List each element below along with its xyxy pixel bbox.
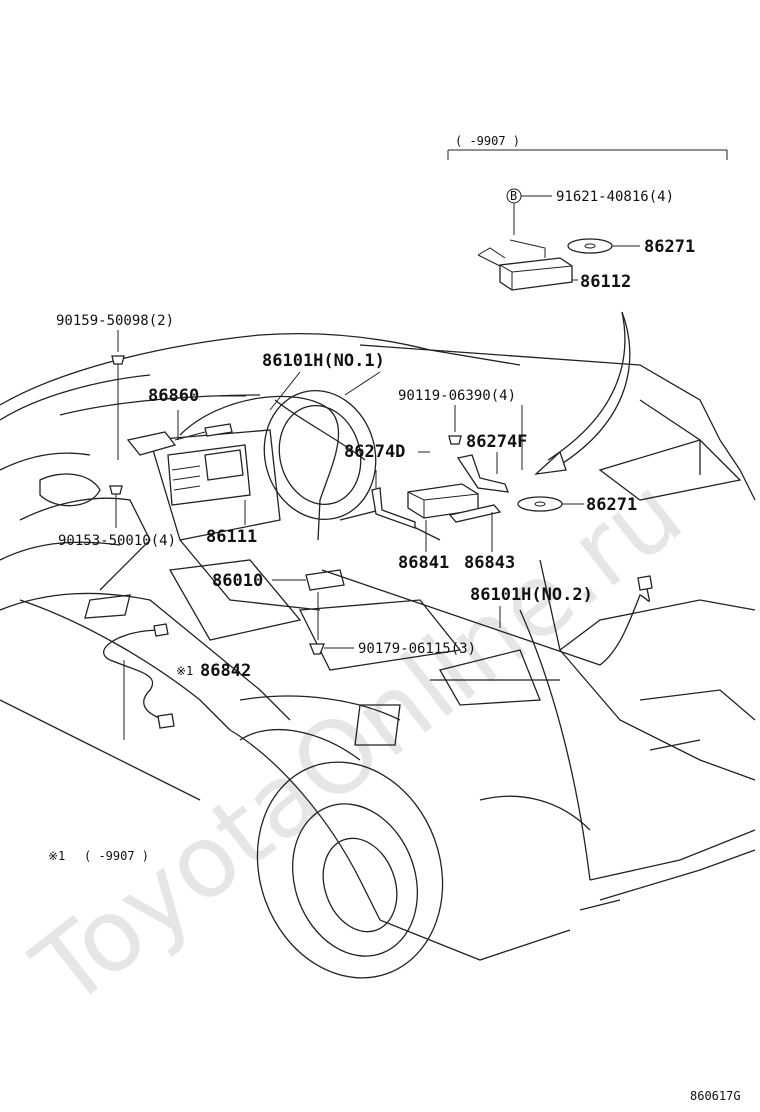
amplifier-unit — [126, 423, 233, 456]
part-86842: 86842 — [200, 661, 251, 681]
part-86843: 86843 — [464, 553, 515, 573]
nut-icon — [309, 643, 325, 655]
screw-icon — [111, 355, 125, 365]
b-marker-label: B — [510, 189, 517, 203]
disc-icon-mid — [517, 496, 563, 512]
part-86274d: 86274D — [344, 442, 405, 462]
part-86841: 86841 — [398, 553, 449, 573]
part-86274f: 86274F — [466, 432, 527, 452]
footnote-mark: ※1 — [48, 849, 65, 863]
antenna-cord-no2 — [321, 569, 651, 666]
part-86111: 86111 — [206, 527, 257, 547]
part-90159: 90159-50098(2) — [56, 313, 174, 329]
bolt-icon — [448, 435, 462, 445]
diagram-code: 860617G — [690, 1089, 741, 1103]
vehicle-outline — [0, 333, 756, 979]
tuner-86010 — [305, 569, 345, 591]
screw-icon-90153 — [109, 485, 123, 495]
extension-cord-86842 — [103, 623, 175, 740]
part-86101h-no2: 86101H(NO.2) — [470, 585, 593, 605]
part-86010: 86010 — [212, 571, 263, 591]
pad-86843 — [448, 504, 502, 523]
part-90119: 90119-06390(4) — [398, 388, 516, 404]
header-range: ( -9907 ) — [455, 134, 520, 148]
part-86860: 86860 — [148, 386, 199, 406]
part-86271-top: 86271 — [644, 237, 695, 257]
part-86271-mid: 86271 — [586, 495, 637, 515]
footnote-range: ( -9907 ) — [84, 849, 149, 863]
disc-icon — [567, 238, 613, 254]
part-91621: 91621-40816(4) — [556, 189, 674, 205]
part-86101h-no1: 86101H(NO.1) — [262, 351, 385, 371]
changer-unit-top — [477, 239, 573, 291]
part-90179: 90179-06115(3) — [358, 641, 476, 657]
note-marker: ※1 — [176, 664, 193, 678]
part-90153: 90153-50010(4) — [58, 533, 176, 549]
antenna-cord-no1 — [179, 395, 340, 541]
location-arrow — [559, 311, 631, 466]
part-86112: 86112 — [580, 272, 631, 292]
version-bracket — [447, 149, 728, 160]
bracket-86274 — [371, 454, 509, 529]
radio-unit — [167, 444, 251, 506]
